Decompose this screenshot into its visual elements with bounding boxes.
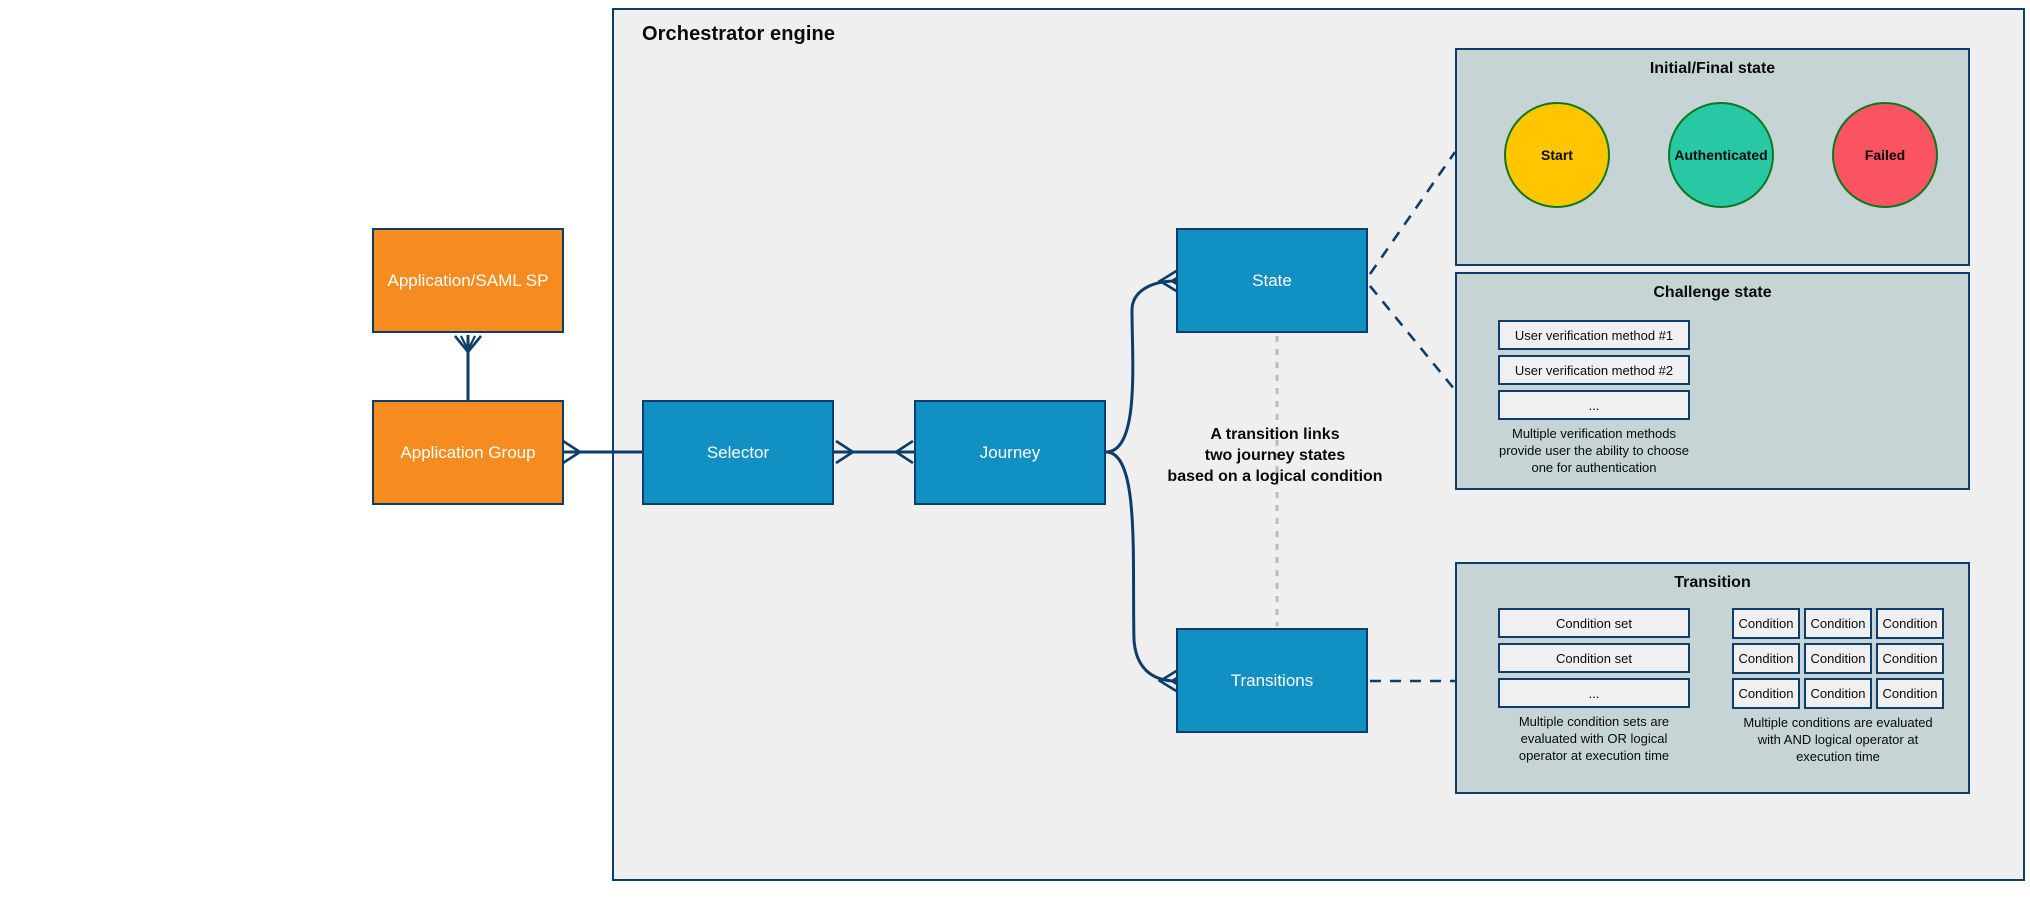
condition-cell[interactable]: Condition xyxy=(1804,678,1872,709)
entity-label: State xyxy=(1252,270,1292,290)
condition-cell[interactable]: Condition xyxy=(1876,678,1944,709)
circle-label: Authenticated xyxy=(1674,147,1768,163)
panel-initial-final-state: Initial/Final state Start Authenticated … xyxy=(1455,48,1970,266)
state-circle-group: Start Authenticated Failed xyxy=(1457,78,1968,228)
condition-grid: Condition Condition Condition Condition … xyxy=(1732,608,1944,766)
entity-transitions[interactable]: Transitions xyxy=(1176,628,1368,733)
list-item[interactable]: ... xyxy=(1498,678,1690,708)
panel-title: Transition xyxy=(1674,574,1751,591)
table-row: Condition Condition Condition xyxy=(1732,678,1944,709)
entity-selector[interactable]: Selector xyxy=(642,400,834,505)
verification-method-list: User verification method #1 User verific… xyxy=(1498,320,1690,477)
condition-cell[interactable]: Condition xyxy=(1732,643,1800,674)
note-line-2: two journey states xyxy=(1204,447,1346,465)
entity-application-group[interactable]: Application Group xyxy=(372,400,564,505)
panel-transition: Transition Condition set Condition set .… xyxy=(1455,562,1970,794)
panel-title: Challenge state xyxy=(1653,284,1772,301)
list-item[interactable]: Condition set xyxy=(1498,643,1690,673)
note-line-1: A transition links xyxy=(1210,426,1340,443)
condition-cell[interactable]: Condition xyxy=(1732,678,1800,709)
state-circle-start[interactable]: Start xyxy=(1504,102,1610,208)
table-row: Condition Condition Condition xyxy=(1732,643,1944,674)
circle-label: Start xyxy=(1541,147,1573,163)
condition-cell[interactable]: Condition xyxy=(1804,643,1872,674)
transition-explanation-note: A transition links two journey states ba… xyxy=(1120,424,1430,487)
orchestrator-engine-title: Orchestrator engine xyxy=(642,23,836,45)
entity-label: Transitions xyxy=(1230,670,1314,690)
note-line-3: based on a logical condition xyxy=(1167,468,1383,486)
entity-journey[interactable]: Journey xyxy=(914,400,1106,505)
panel-caption: Multiple conditions are evaluated with A… xyxy=(1743,715,1933,764)
state-circle-authenticated[interactable]: Authenticated xyxy=(1668,102,1774,208)
table-row: Condition Condition Condition xyxy=(1732,608,1944,639)
condition-cell[interactable]: Condition xyxy=(1804,608,1872,639)
entity-state[interactable]: State xyxy=(1176,228,1368,333)
entity-label: Application Group xyxy=(400,442,536,462)
condition-cell[interactable]: Condition xyxy=(1732,608,1800,639)
panel-title: Initial/Final state xyxy=(1649,60,1776,77)
list-item[interactable]: ... xyxy=(1498,390,1690,420)
list-item[interactable]: User verification method #2 xyxy=(1498,355,1690,385)
panel-caption: Multiple verification methods provide us… xyxy=(1498,426,1690,475)
condition-cell[interactable]: Condition xyxy=(1876,608,1944,639)
condition-set-list: Condition set Condition set ... Multiple… xyxy=(1498,608,1690,765)
panel-caption: Multiple condition sets are evaluated wi… xyxy=(1518,714,1670,763)
panel-challenge-state: Challenge state User verification method… xyxy=(1455,272,1970,490)
state-circle-failed[interactable]: Failed xyxy=(1832,102,1938,208)
entity-label: Application/SAML SP xyxy=(387,270,549,290)
circle-label: Failed xyxy=(1864,147,1906,163)
list-item[interactable]: User verification method #1 xyxy=(1498,320,1690,350)
condition-cell[interactable]: Condition xyxy=(1876,643,1944,674)
entity-label: Journey xyxy=(979,442,1041,462)
entity-application-saml-sp[interactable]: Application/SAML SP xyxy=(372,228,564,333)
list-item[interactable]: Condition set xyxy=(1498,608,1690,638)
entity-label: Selector xyxy=(706,442,770,462)
